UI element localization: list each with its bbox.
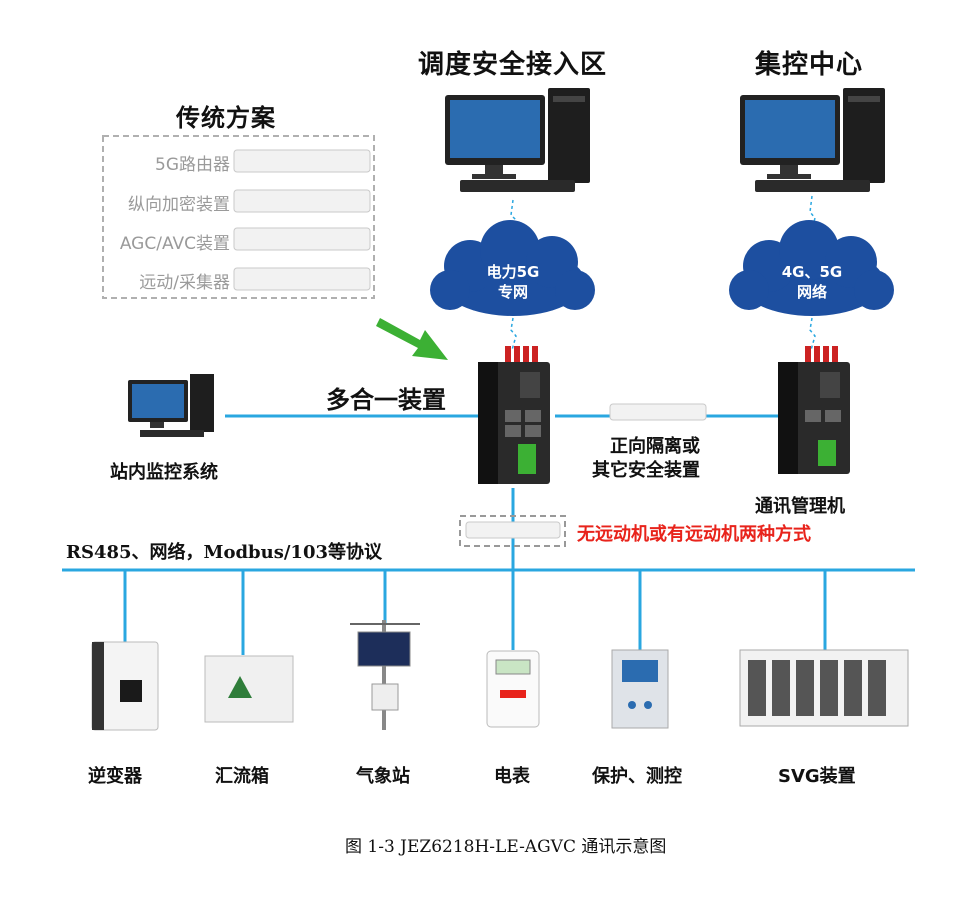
remote-unit-icon [465, 521, 561, 539]
device-label-svg: SVG装置 [778, 766, 856, 787]
traditional-box [102, 135, 375, 299]
cloud-left-text: 电力5G 专网 [463, 262, 563, 302]
title-control-center: 集控中心 [755, 50, 864, 80]
device-label-protection: 保护、测控 [592, 766, 682, 787]
title-dispatch: 调度安全接入区 [418, 50, 608, 80]
traditional-item: 远动/采集器 [139, 273, 230, 293]
cloud-right-text: 4G、5G 网络 [762, 262, 862, 302]
computer-center-icon [740, 88, 885, 192]
device-label-inverter: 逆变器 [88, 766, 142, 787]
label-isolation-2: 其它安全装置 [592, 460, 700, 481]
protection-device-icon [611, 649, 669, 729]
inverter-icon [91, 641, 159, 731]
cloud-left-line2: 专网 [497, 283, 528, 301]
remote-unit-box [459, 515, 566, 547]
all-in-one-device-icon [478, 346, 550, 484]
cloud-right-icon [729, 220, 894, 316]
title-traditional: 传统方案 [176, 104, 276, 132]
label-all-in-one: 多合一装置 [326, 386, 446, 414]
cloud-left-line1: 电力5G [486, 263, 540, 281]
cloud-left-icon [430, 220, 595, 316]
rack-devices [233, 149, 371, 291]
wireless-link-cloud-left [510, 317, 517, 351]
device-label-combiner: 汇流箱 [215, 766, 269, 787]
meter-icon [486, 650, 540, 728]
weather-station-icon [350, 620, 420, 730]
comm-manager-device-icon [778, 346, 850, 474]
label-isolation-1: 正向隔离或 [610, 436, 700, 457]
combiner-box-icon [204, 655, 294, 723]
label-station-monitor: 站内监控系统 [110, 462, 218, 483]
device-label-meter: 电表 [494, 766, 530, 787]
cloud-right-line1: 4G、5G [781, 263, 843, 281]
traditional-item: 纵向加密装置 [128, 195, 230, 215]
traditional-item: 5G路由器 [155, 155, 230, 175]
label-protocols: RS485、网络，Modbus/103等协议 [66, 542, 383, 563]
isolation-device-icon [609, 403, 707, 421]
figure-caption: 图 1-3 JEZ6218H-LE-AGVC 通讯示意图 [345, 837, 667, 857]
wireless-link-cloud-right [809, 317, 816, 351]
green-arrow-icon [376, 318, 448, 360]
label-modes: 无远动机或有远动机两种方式 [577, 524, 811, 545]
cloud-right-line2: 网络 [796, 283, 827, 301]
wireless-link-center [809, 195, 816, 239]
computer-dispatch-icon [445, 88, 590, 192]
label-comm-manager: 通讯管理机 [755, 496, 845, 517]
svg-cabinet-icon [739, 649, 909, 727]
device-label-weather: 气象站 [356, 766, 410, 787]
traditional-item: AGC/AVC装置 [119, 234, 230, 254]
computer-monitor-icon [128, 374, 214, 437]
